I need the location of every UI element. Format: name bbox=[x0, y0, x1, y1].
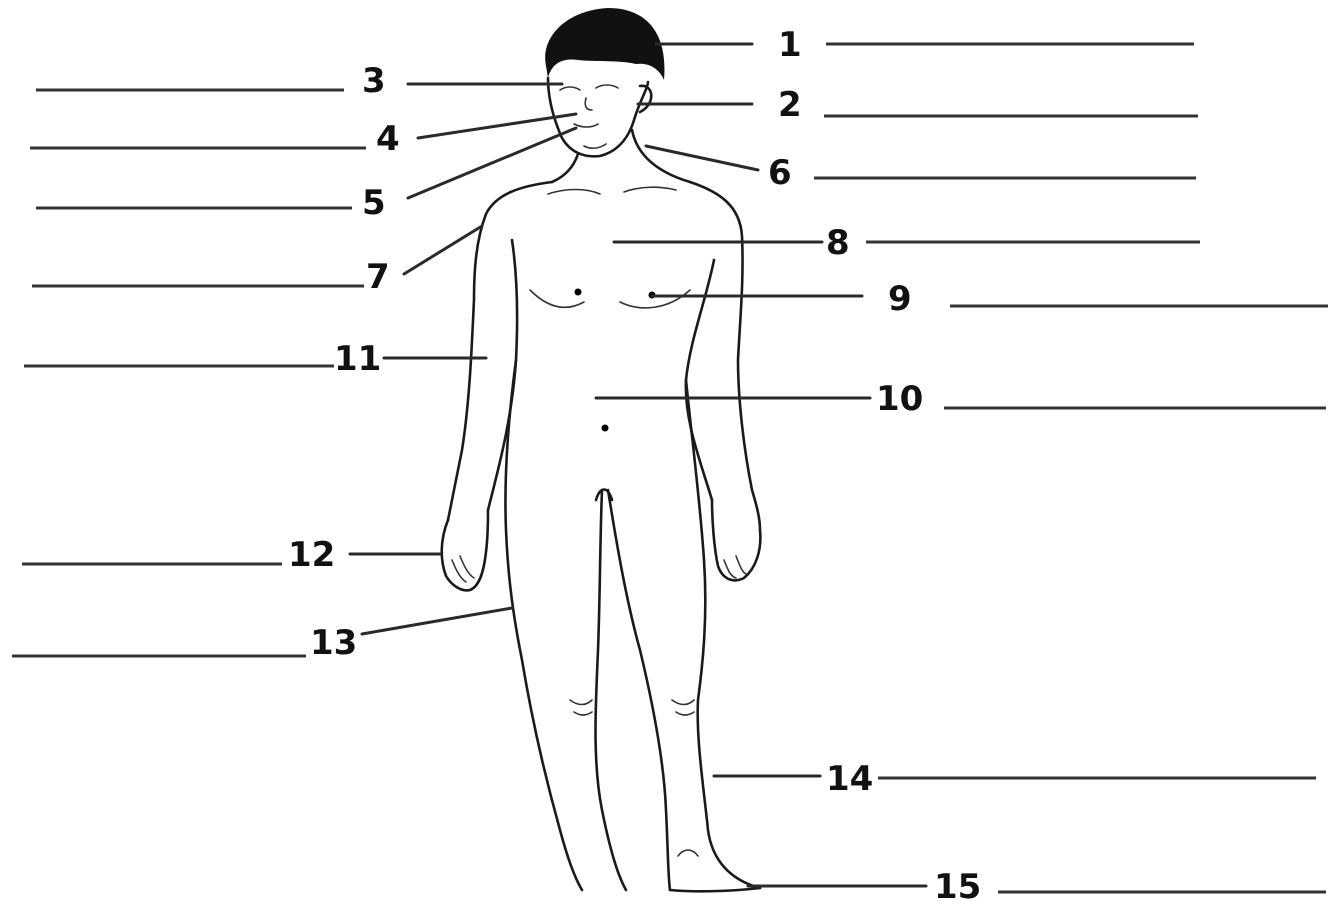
label-1: 1 bbox=[778, 25, 802, 65]
label-11: 11 bbox=[334, 339, 381, 379]
eye-left bbox=[560, 87, 580, 90]
ankle-right bbox=[678, 850, 698, 856]
number-labels: 1 2 3 4 5 6 7 8 9 10 11 12 13 14 15 bbox=[288, 25, 981, 905]
answer-lines bbox=[12, 44, 1328, 892]
left-leg-inner bbox=[596, 490, 627, 890]
label-6: 6 bbox=[768, 153, 792, 193]
pointer-13 bbox=[362, 608, 512, 634]
label-5: 5 bbox=[362, 183, 386, 223]
mouth bbox=[574, 124, 598, 127]
label-9: 9 bbox=[888, 279, 912, 319]
chest-right bbox=[620, 290, 690, 308]
left-fingers bbox=[452, 556, 474, 582]
pointer-5 bbox=[408, 128, 576, 198]
human-figure bbox=[442, 8, 761, 891]
left-hand bbox=[442, 510, 488, 590]
collarbone-right bbox=[624, 187, 676, 192]
pointer-4 bbox=[418, 114, 576, 138]
nose bbox=[585, 98, 592, 110]
chin bbox=[584, 144, 606, 148]
label-14: 14 bbox=[826, 759, 873, 799]
label-12: 12 bbox=[288, 535, 335, 575]
label-15: 15 bbox=[934, 867, 981, 905]
eye-right bbox=[596, 85, 618, 88]
collarbone-left bbox=[548, 190, 600, 195]
neck-left bbox=[552, 154, 578, 182]
pointer-6 bbox=[646, 146, 758, 170]
right-fingers bbox=[724, 556, 746, 578]
label-2: 2 bbox=[778, 85, 802, 125]
label-7: 7 bbox=[366, 257, 390, 297]
hair bbox=[545, 8, 664, 80]
label-3: 3 bbox=[362, 61, 386, 101]
knee-right bbox=[672, 700, 694, 715]
torso-right bbox=[690, 182, 760, 530]
label-10: 10 bbox=[876, 379, 923, 419]
foot-right bbox=[670, 888, 760, 891]
pointer-7 bbox=[404, 226, 482, 274]
right-leg-inner bbox=[608, 490, 670, 890]
label-8: 8 bbox=[826, 223, 850, 263]
left-leg-outer bbox=[505, 360, 582, 890]
knee-left bbox=[570, 700, 592, 715]
label-4: 4 bbox=[376, 119, 400, 159]
neck-right bbox=[632, 130, 690, 182]
navel bbox=[602, 425, 609, 432]
nipple-left bbox=[575, 289, 582, 296]
right-hand bbox=[712, 500, 760, 580]
torso-left bbox=[448, 182, 552, 520]
label-13: 13 bbox=[310, 623, 357, 663]
